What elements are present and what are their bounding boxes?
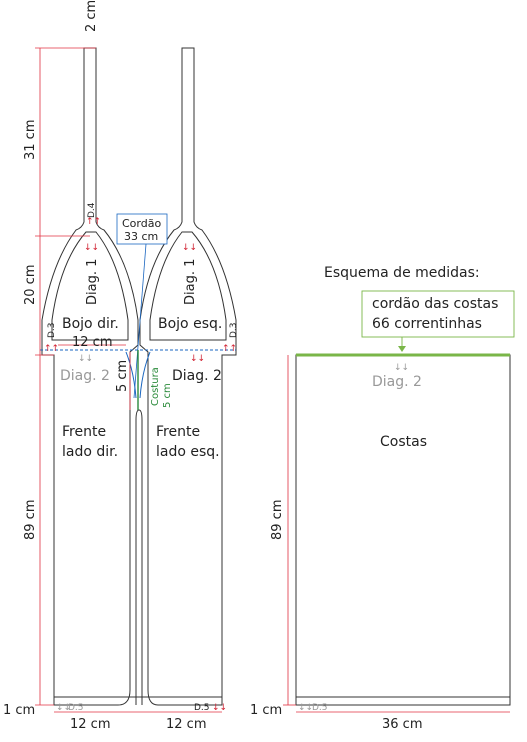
back-title: Esquema de medidas: (324, 265, 480, 281)
back-cord-note-box (361, 290, 515, 338)
diag2-left-label: Diag. 2 (172, 368, 222, 384)
diag3-left-label: D.3 (229, 322, 239, 338)
seam-label-line1: Costura (150, 367, 161, 406)
arrow-diag1-right: ↓↓ (84, 243, 99, 253)
dim-cup-width-label: 12 cm (72, 335, 113, 350)
dim-top-label: 2 cm (84, 0, 99, 32)
dim-width-left-label: 12 cm (166, 717, 207, 732)
back-dim-height-label: 89 cm (270, 500, 285, 541)
front-left-inner-outline (149, 231, 227, 341)
dim-strap-label: 31 cm (23, 120, 38, 161)
cord-label-line1: Cordão (122, 217, 161, 230)
cord-lines (40, 213, 236, 410)
arrow-diag2-left: ↓↓ (190, 354, 205, 364)
left-dimensions (35, 47, 222, 713)
arrow-diag4: ↑↑ (86, 217, 101, 227)
back-piece-outline (295, 354, 511, 706)
front-right-label-line1: Frente (62, 424, 106, 440)
diag4-label: D.4 (87, 202, 97, 218)
seam-label-line2: 5 cm (162, 383, 173, 408)
dim-bottom-label: 1 cm (3, 703, 35, 718)
cup-right-label: Bojo dir. (62, 316, 119, 332)
cord-left-curve (139, 351, 151, 399)
front-right-inner-outline (51, 231, 129, 341)
dim-cup-label: 20 cm (23, 265, 38, 306)
back-dim-bottom-label: 1 cm (250, 703, 282, 718)
diag1-right-label: Diag. 1 (85, 259, 100, 305)
front-right-label-line2: lado dir. (62, 444, 118, 460)
arrow-d3-right: ↑↑ (44, 344, 59, 354)
back-diag5-label: D.5 (312, 703, 328, 713)
back-note-line1: cordão das costas (372, 296, 498, 312)
left-labels: 2 cm 31 cm 20 cm 89 cm 1 cm 12 cm 12 cm … (3, 0, 239, 732)
row-direction-arrows: ↑↑ ↓↓ ↓↓ ↑↑ ↑↑ ↓↓ ↓↓ ↓↓ ↓↓ (44, 217, 237, 713)
diag2-right-label: Diag. 2 (60, 368, 110, 384)
arrow-d5-left: ↓↓ (212, 703, 227, 713)
cord-callout-line (133, 243, 147, 399)
back-dim-width-label: 36 cm (382, 717, 423, 732)
dim-5cm-label: 5 cm (115, 360, 130, 392)
arrow-d3-left: ↑↑ (222, 344, 237, 354)
back-note-line2: 66 correntinhas (372, 316, 482, 332)
front-pieces-outline (41, 47, 237, 706)
dim-width-right-label: 12 cm (70, 717, 111, 732)
cup-left-label: Bojo esq. (158, 316, 222, 332)
back-piece: ↓↓ ↓↓ Esquema de medidas: cordão das cos… (250, 265, 515, 732)
center-split-outline (135, 409, 143, 705)
front-left-label-line2: lado esq. (156, 444, 220, 460)
back-cord-note-arrowhead (398, 346, 406, 352)
arrow-diag2-right: ↓↓ (78, 354, 93, 364)
dim-body-label: 89 cm (23, 500, 38, 541)
back-diag2-label: Diag. 2 (372, 374, 422, 390)
back-piece-label: Costas (380, 434, 427, 450)
front-left-label-line1: Frente (156, 424, 200, 440)
arrow-back-d5: ↓↓ (298, 703, 313, 713)
diag1-left-label: Diag. 1 (183, 259, 198, 305)
arrow-diag1-left: ↓↓ (182, 243, 197, 253)
front-left-outline (139, 47, 237, 706)
diag5-right-label: D.5 (68, 703, 84, 713)
cord-right-curve (125, 351, 137, 399)
diag3-right-label: D.3 (47, 322, 57, 338)
arrow-back-diag2: ↓↓ (394, 363, 409, 373)
cord-label-line2: 33 cm (124, 230, 158, 243)
front-right-outline (41, 47, 139, 706)
diag5-left-label: D.5 (194, 703, 210, 713)
arrow-d5-right: ↓↓ (56, 703, 71, 713)
cord-label-box (116, 213, 168, 245)
